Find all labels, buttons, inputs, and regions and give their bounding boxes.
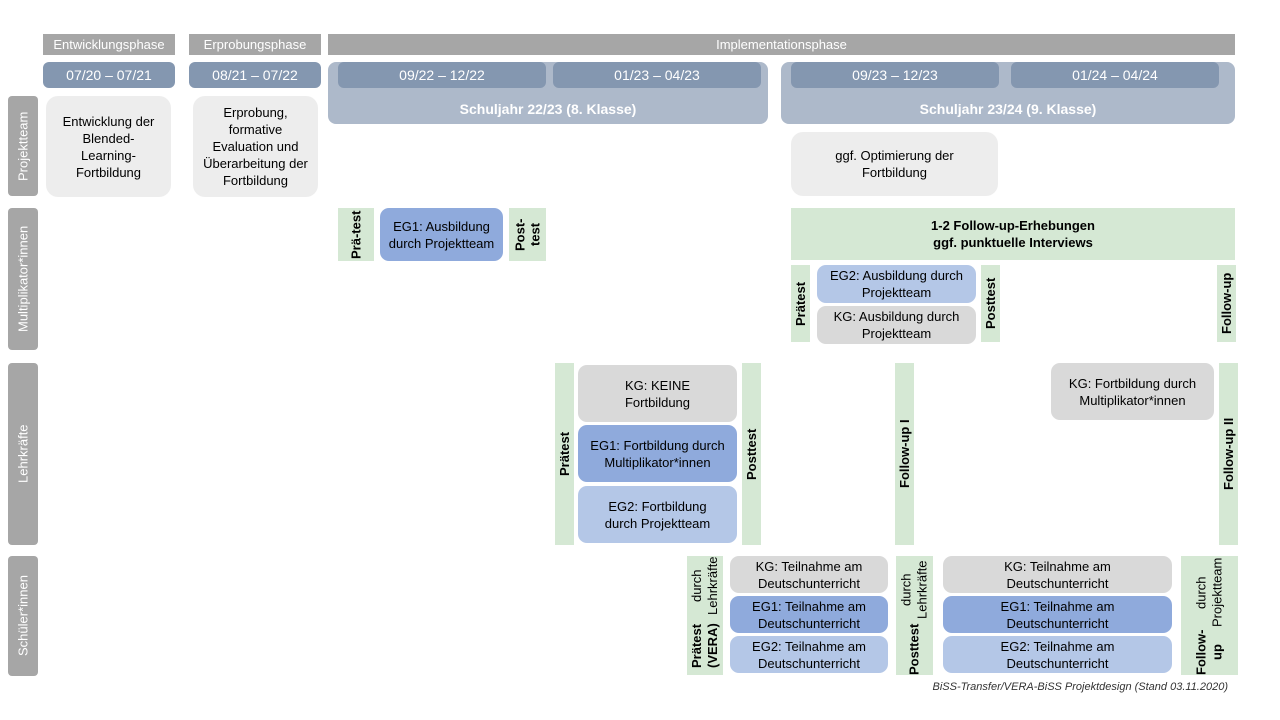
eg1-schueler-1: EG1: Teilnahme am Deutschunterricht bbox=[730, 596, 888, 633]
praetest-schueler: Prätest (VERA) durch Lehrkräfte bbox=[687, 556, 723, 675]
phase-erprobung: Erprobungsphase bbox=[189, 34, 321, 55]
posttest-lehr: Posttest bbox=[742, 363, 761, 545]
praetest-lehr: Prätest bbox=[555, 363, 574, 545]
followup-schueler-sub: durch Projektteam bbox=[1193, 558, 1225, 628]
box-optimierung: ggf. Optimierung der Fortbildung bbox=[791, 132, 998, 196]
posttest-multi-2: Posttest bbox=[981, 265, 1000, 342]
row-label-lehrkraefte: Lehrkräfte bbox=[8, 363, 38, 545]
kg-schueler-1: KG: Teilnahme am Deutschunterricht bbox=[730, 556, 888, 593]
row-label-multiplikatoren: Multiplikator*innen bbox=[8, 208, 38, 350]
eg2-schueler-1: EG2: Teilnahme am Deutschunterricht bbox=[730, 636, 888, 673]
followup2-lehr: Follow-up II bbox=[1219, 363, 1238, 545]
kg-schueler-2: KG: Teilnahme am Deutschunterricht bbox=[943, 556, 1172, 593]
praetest-multi-2: Prätest bbox=[791, 265, 810, 342]
followup1-lehr: Follow-up I bbox=[895, 363, 914, 545]
praetest-schueler-sub: durch Lehrkräfte bbox=[689, 556, 720, 616]
praetest-schueler-label: Prätest (VERA) bbox=[689, 623, 720, 668]
eg1-lehr: EG1: Fortbildung durch Multiplikator*inn… bbox=[578, 425, 737, 482]
kg2-lehr: KG: Fortbildung durch Multiplikator*inne… bbox=[1051, 363, 1214, 420]
eg2-lehr: EG2: Fortbildung durch Projektteam bbox=[578, 486, 737, 543]
date-box: 07/20 – 07/21 bbox=[43, 62, 175, 88]
posttest-schueler: Posttest durch Lehrkräfte bbox=[896, 556, 933, 675]
eg2-ausbildung: EG2: Ausbildung durch Projektteam bbox=[817, 265, 976, 303]
kg-ausbildung: KG: Ausbildung durch Projektteam bbox=[817, 306, 976, 344]
praetest-multi-1: Prä-test bbox=[338, 208, 374, 261]
date-box: 09/22 – 12/22 bbox=[338, 62, 546, 88]
row-label-schueler: Schüler*innen bbox=[8, 556, 38, 676]
row-label-projektteam: Projektteam bbox=[8, 96, 38, 196]
followup-line-2: ggf. punktuelle Interviews bbox=[933, 235, 1093, 250]
eg2-schueler-2: EG2: Teilnahme am Deutschunterricht bbox=[943, 636, 1172, 673]
date-box: 08/21 – 07/22 bbox=[189, 62, 321, 88]
followup-multi: Follow-up bbox=[1217, 265, 1236, 342]
phase-implementation: Implementationsphase bbox=[328, 34, 1235, 55]
footer-caption: BiSS-Transfer/VERA-BiSS Projektdesign (S… bbox=[932, 681, 1228, 693]
followup-line-1: 1-2 Follow-up-Erhebungen bbox=[931, 218, 1095, 233]
eg1-ausbildung: EG1: Ausbildung durch Projektteam bbox=[380, 208, 503, 261]
box-entwicklung: Entwicklung der Blended-Learning-Fortbil… bbox=[46, 96, 171, 197]
followup-schueler: Follow-up durch Projektteam bbox=[1181, 556, 1238, 675]
posttest-multi-1: Post-test bbox=[509, 208, 546, 261]
box-erprobung: Erprobung, formative Evaluation und Über… bbox=[193, 96, 318, 197]
kg-lehr: KG: KEINE Fortbildung bbox=[578, 365, 737, 422]
posttest-schueler-label: Posttest bbox=[906, 623, 922, 675]
date-box: 01/23 – 04/23 bbox=[553, 62, 761, 88]
eg1-schueler-2: EG1: Teilnahme am Deutschunterricht bbox=[943, 596, 1172, 633]
phase-entwicklung: Entwicklungsphase bbox=[43, 34, 175, 55]
followup-schueler-label: Follow-up bbox=[1193, 629, 1225, 676]
followup-erhebungen: 1-2 Follow-up-Erhebungen ggf. punktuelle… bbox=[791, 208, 1235, 260]
date-box: 01/24 – 04/24 bbox=[1011, 62, 1219, 88]
date-box: 09/23 – 12/23 bbox=[791, 62, 999, 88]
posttest-schueler-sub: durch Lehrkräfte bbox=[898, 560, 930, 620]
